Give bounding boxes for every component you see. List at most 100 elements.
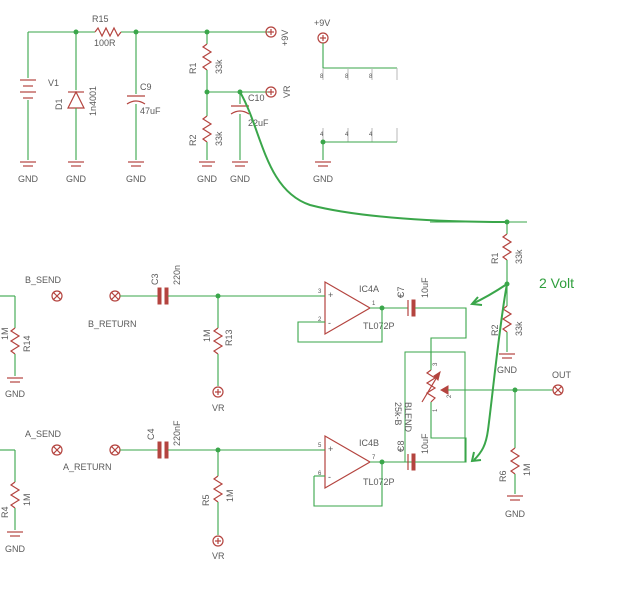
r6-label: R6 bbox=[498, 470, 508, 482]
c3-value: 220n bbox=[172, 265, 182, 285]
resistor-r6: R6 1M bbox=[498, 447, 532, 494]
c4-label: C4 bbox=[146, 428, 156, 440]
gnd-d1: GND bbox=[66, 161, 87, 184]
resistor-r15: R15 100R bbox=[92, 14, 122, 48]
r2-mid-value: 33k bbox=[514, 321, 524, 336]
capacitor-c8: + C8 10uF bbox=[396, 433, 430, 471]
battery-v1: V1 bbox=[20, 32, 59, 160]
pad-b-send[interactable]: B_SEND bbox=[25, 275, 63, 302]
gnd-v1: GND bbox=[18, 161, 39, 184]
r2-top-label: R2 bbox=[188, 134, 198, 146]
v1-label: V1 bbox=[48, 78, 59, 88]
r13-label: R13 bbox=[224, 329, 234, 346]
gnd-r2-top: GND bbox=[197, 161, 218, 184]
diode-d1: D1 1n4001 bbox=[54, 32, 98, 160]
gnd-label-r2: GND bbox=[197, 174, 218, 184]
ic4a-pin2: 2 bbox=[318, 317, 322, 323]
ic4a-pin1: 1 bbox=[372, 301, 376, 307]
vr-label-top: VR bbox=[282, 85, 292, 98]
gnd-c9: GND bbox=[126, 161, 147, 184]
resistor-r1-top: R1 33k bbox=[188, 32, 224, 116]
gnd-label-v1: GND bbox=[18, 174, 39, 184]
opamp-ic4a: + - 3 2 1 IC4A TL072P bbox=[318, 280, 395, 336]
r14-value: 1M bbox=[0, 327, 10, 340]
r1-top-value: 33k bbox=[214, 59, 224, 74]
gnd-r2-mid: GND bbox=[497, 353, 518, 375]
pad-a-send[interactable]: A_SEND bbox=[25, 429, 63, 456]
gnd-label-c10: GND bbox=[230, 174, 251, 184]
gnd-r4: GND bbox=[5, 531, 26, 554]
a-return-label: A_RETURN bbox=[63, 462, 112, 472]
b-send-label: B_SEND bbox=[25, 275, 62, 285]
gnd-label-r6: GND bbox=[505, 509, 526, 519]
resistor-r2-top: R2 33k bbox=[188, 115, 224, 160]
resistor-r2-mid: R2 33k bbox=[490, 305, 524, 352]
pin-4-a: 4 bbox=[320, 132, 324, 138]
resistor-r14: 1M R14 bbox=[0, 327, 32, 376]
r4-value: 1M bbox=[22, 493, 32, 506]
r14-label: R14 bbox=[22, 335, 32, 352]
opamp-ic4b: + - 5 6 7 IC4B TL072P bbox=[318, 434, 395, 490]
gnd-label-d1: GND bbox=[66, 174, 87, 184]
pin-8-c: 8 bbox=[369, 74, 373, 80]
c3-label: C3 bbox=[150, 273, 160, 285]
supply-vr-top: VR bbox=[265, 85, 292, 98]
resistor-r13: 1M R13 bbox=[202, 296, 234, 386]
a-send-label: A_SEND bbox=[25, 429, 62, 439]
pad-a-return[interactable]: A_RETURN bbox=[63, 444, 121, 472]
out-label: OUT bbox=[552, 370, 572, 380]
pad-out[interactable]: OUT bbox=[552, 370, 572, 396]
c9-value: 47uF bbox=[140, 106, 161, 116]
gnd-label-r2-mid: GND bbox=[497, 365, 518, 375]
plus9v-label: +9V bbox=[280, 30, 290, 46]
blend-label: BLEND bbox=[403, 402, 413, 433]
supply-vr-b: VR bbox=[212, 386, 225, 413]
gnd-c10: GND bbox=[230, 161, 251, 184]
pin-4-c: 4 bbox=[369, 132, 373, 138]
capacitor-c4: C4 220nF bbox=[146, 420, 182, 459]
blend-value: 25k-B bbox=[393, 402, 403, 426]
blend-pin1: 1 bbox=[433, 408, 439, 412]
resistor-r1-mid: R1 33k bbox=[490, 233, 524, 306]
r1-mid-value: 33k bbox=[514, 249, 524, 264]
c9-label: C9 bbox=[140, 82, 152, 92]
b-return-label: B_RETURN bbox=[88, 319, 137, 329]
capacitor-c10: C10 22uF bbox=[230, 92, 269, 160]
vr-label-a: VR bbox=[212, 551, 225, 561]
r2-top-value: 33k bbox=[214, 131, 224, 146]
pin-4-b: 4 bbox=[345, 132, 349, 138]
vr-label-b: VR bbox=[212, 403, 225, 413]
gnd-r14: GND bbox=[5, 377, 26, 399]
r15-label: R15 bbox=[92, 14, 109, 24]
blend-pin3: 3 bbox=[433, 362, 439, 366]
gnd-r6: GND bbox=[505, 495, 526, 519]
channel-a-section: R4 1M GND A_SEND A_RETURN C4 220nF bbox=[0, 420, 467, 561]
c4-value: 220nF bbox=[172, 420, 182, 446]
capacitor-c7: + C7 10uF bbox=[396, 277, 430, 317]
capacitor-c9: C9 47uF bbox=[126, 32, 161, 160]
gnd-label-pins: GND bbox=[313, 174, 334, 184]
c8-value: 10uF bbox=[420, 433, 430, 454]
d1-label: D1 bbox=[54, 98, 64, 110]
r2-mid-label: R2 bbox=[490, 324, 500, 336]
gnd-label-r14: GND bbox=[5, 389, 26, 399]
capacitor-c3: C3 220n bbox=[150, 265, 182, 305]
ic4b-label: IC4B bbox=[359, 438, 379, 448]
ic4b-part: TL072P bbox=[363, 477, 395, 487]
power-supply-section: R15 100R V1 GND D1 1n4001 bbox=[18, 14, 292, 184]
supply-plus9v: +9V bbox=[265, 26, 290, 46]
ic4b-pin7: 7 bbox=[372, 455, 376, 461]
gnd-pins: GND bbox=[313, 161, 334, 184]
two-volt-annotation: 2 Volt bbox=[539, 275, 574, 291]
pin-8-a: 8 bbox=[320, 74, 324, 80]
pad-b-return[interactable]: B_RETURN bbox=[88, 290, 137, 329]
potentiometer-blend[interactable]: 3 2 1 BLEND 25k-B bbox=[393, 352, 453, 433]
gnd-label-r4: GND bbox=[5, 544, 26, 554]
c8-label: C8 bbox=[396, 440, 406, 452]
supply-plus9v-pins: +9V bbox=[314, 18, 330, 44]
ic4b-plus: + bbox=[328, 444, 333, 454]
resistor-r4: R4 1M bbox=[0, 481, 32, 530]
pin-8-b: 8 bbox=[345, 74, 349, 80]
r5-value: 1M bbox=[225, 489, 235, 502]
